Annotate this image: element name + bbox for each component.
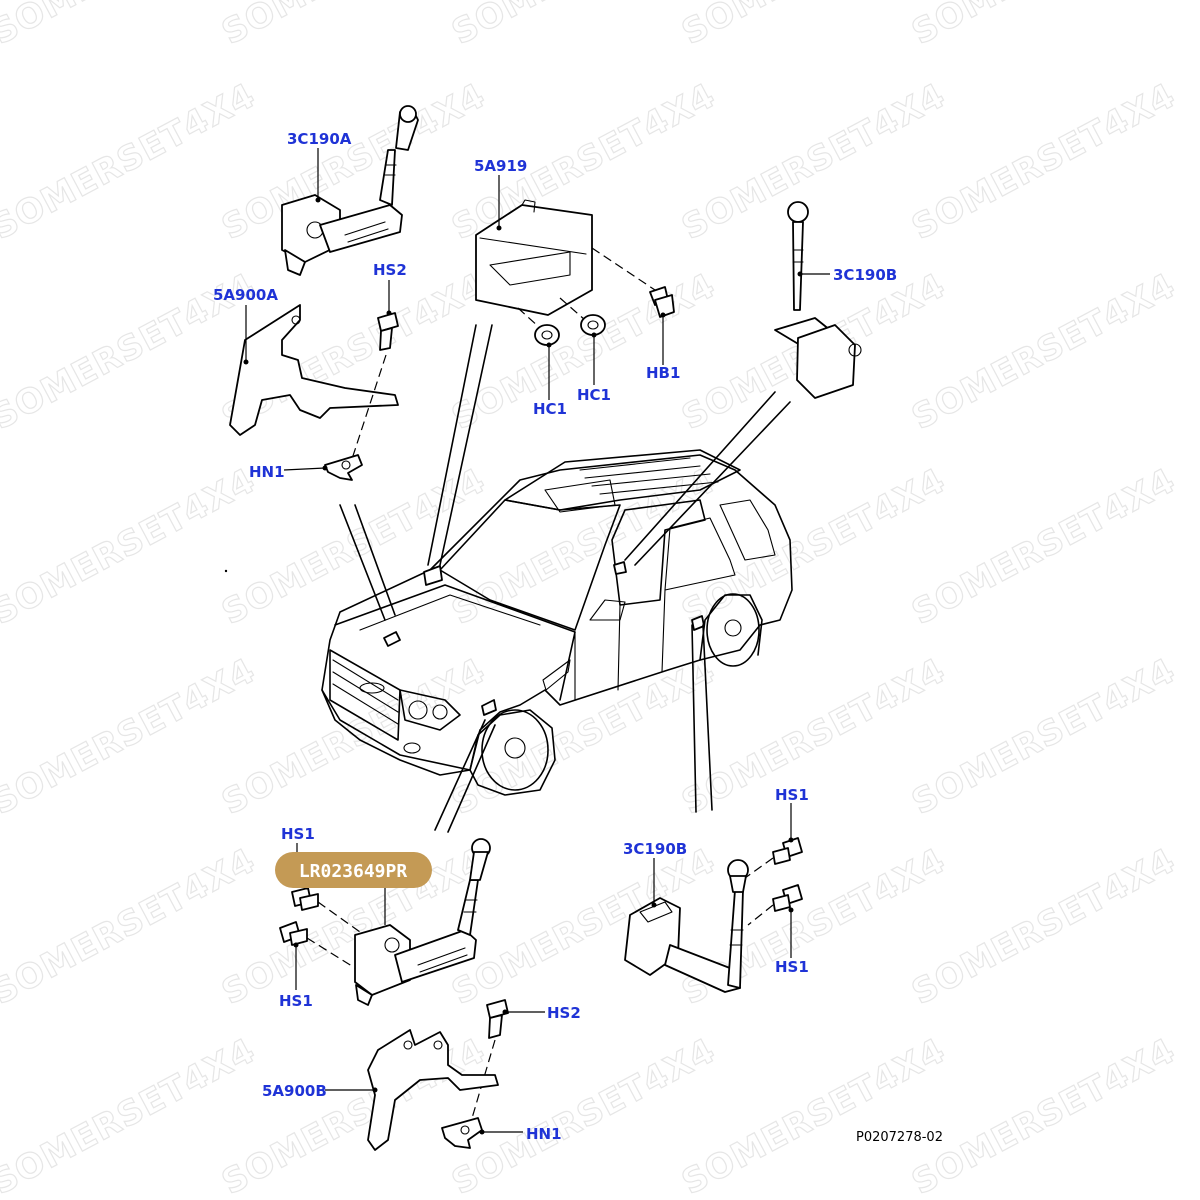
dashed-guide	[349, 354, 387, 466]
dashed-guide	[591, 247, 656, 291]
label-5a919[interactable]: 5A919	[474, 157, 527, 175]
nut-hn1-top[interactable]	[324, 454, 363, 481]
sensor-3c190a-bottom[interactable]	[354, 838, 491, 1006]
label-hs2-top[interactable]: HS2	[373, 261, 407, 279]
dashed-guide	[517, 297, 586, 329]
screw-hs1-left-bottom[interactable]	[279, 921, 308, 946]
part-number-badge[interactable]: LR023649PR	[275, 852, 432, 888]
label-5a900b[interactable]: 5A900B	[262, 1082, 327, 1100]
label-hs1-right-bottom[interactable]: HS1	[775, 958, 809, 976]
part-number-badge-background	[275, 852, 432, 888]
bolt-hs2-bottom[interactable]	[486, 999, 509, 1039]
watermark-text: SOMERSET4X4	[905, 1031, 1182, 1200]
label-3c190b-top[interactable]: 3C190B	[833, 266, 897, 284]
grommet-hc1-b[interactable]	[580, 314, 606, 336]
screw-hs1-right-bottom[interactable]	[772, 884, 803, 912]
callout-labels: 3C190A 5A900A HS2 HN1 5A919 HC1 HC1 HB1 …	[213, 130, 897, 1143]
watermark-text: SOMERSET4X4	[905, 0, 1182, 53]
vehicle-illustration	[224, 449, 793, 796]
label-hn1-top[interactable]: HN1	[249, 463, 285, 481]
sensor-3c190b-top[interactable]	[774, 201, 862, 399]
screw-hs1-right-top[interactable]	[772, 837, 803, 865]
part-number-text: LR023649PR	[299, 861, 408, 882]
module-5a919[interactable]	[475, 199, 593, 316]
screw-hs1-left-top[interactable]	[291, 887, 319, 911]
label-hc1-a[interactable]: HC1	[533, 400, 567, 418]
nut-hn1-bottom[interactable]	[441, 1117, 483, 1149]
leader-lines	[245, 148, 830, 1133]
label-5a900a[interactable]: 5A900A	[213, 286, 278, 304]
bracket-5a900a[interactable]	[229, 304, 399, 436]
sensor-3c190b-bottom[interactable]	[624, 859, 749, 993]
label-3c190a-top[interactable]: 3C190A	[287, 130, 352, 148]
dashed-guide	[306, 901, 361, 969]
label-hs2-bottom[interactable]: HS2	[547, 1004, 581, 1022]
figure-reference: P0207278-02	[856, 1130, 943, 1145]
pointer-lines	[339, 324, 791, 833]
sensor-3c190a-assembly[interactable]	[281, 105, 419, 276]
label-hs1-left-top[interactable]: HS1	[281, 825, 315, 843]
label-hn1-bottom[interactable]: HN1	[526, 1125, 562, 1143]
label-hb1[interactable]: HB1	[646, 364, 680, 382]
dashed-guide	[744, 857, 774, 926]
grommet-hc1-a[interactable]	[534, 324, 560, 346]
label-3c190b-bottom[interactable]: 3C190B	[623, 840, 687, 858]
bolt-hb1[interactable]	[649, 286, 675, 318]
label-hs1-right-top[interactable]: HS1	[775, 786, 809, 804]
label-hc1-b[interactable]: HC1	[577, 386, 611, 404]
bracket-5a900b[interactable]	[367, 1029, 499, 1151]
label-hs1-left-bottom[interactable]: HS1	[279, 992, 313, 1010]
leader-dots	[243, 197, 803, 1135]
